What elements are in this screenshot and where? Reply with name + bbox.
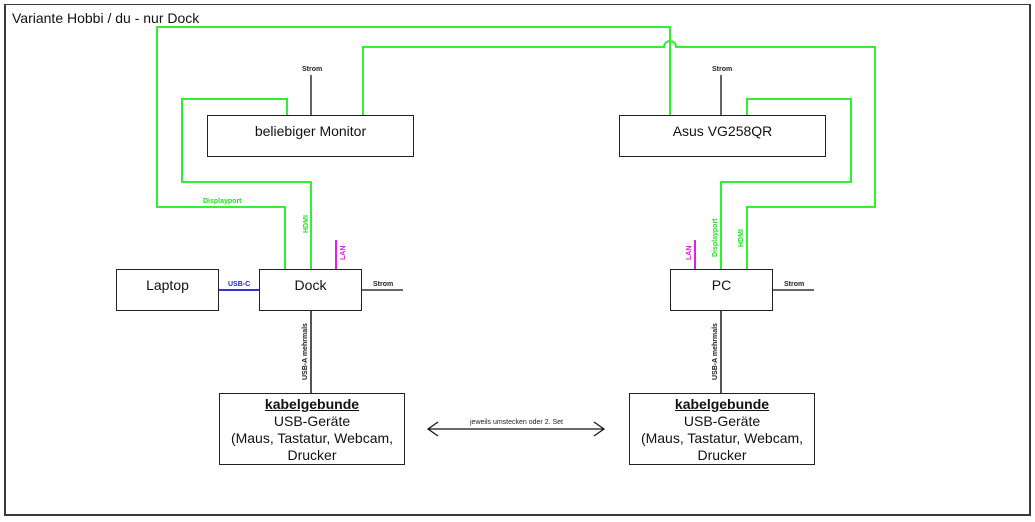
cable-displayport-pc-to-asus bbox=[720, 98, 852, 269]
label-usb-a-right: USB-A mehrmals bbox=[712, 323, 719, 380]
label-strom-monitor-left: Strom bbox=[302, 66, 323, 73]
label-lan-pc: LAN bbox=[686, 245, 693, 260]
usb-left-line-1: USB-Geräte bbox=[273, 412, 351, 429]
dock-box: Dock bbox=[259, 269, 362, 311]
label-strom-dock: Strom bbox=[373, 281, 394, 288]
usb-left-heading: kabelgebunde bbox=[264, 395, 360, 412]
label-strom-pc: Strom bbox=[784, 281, 805, 288]
label-displayport-dock: Displayport bbox=[203, 198, 242, 205]
laptop-box: Laptop bbox=[116, 269, 219, 311]
cable-hdmi-dock-to-monitor bbox=[181, 98, 312, 269]
usb-devices-right-box: kabelgebunde USB-Geräte (Maus, Tastatur,… bbox=[629, 393, 815, 465]
monitor-asus-label: Asus VG258QR bbox=[672, 123, 773, 139]
monitor-left-label: beliebiger Monitor bbox=[254, 123, 367, 139]
label-hdmi-dock: HDMI bbox=[303, 215, 310, 233]
usb-devices-left-box: kabelgebunde USB-Geräte (Maus, Tastatur,… bbox=[219, 393, 405, 465]
usb-right-heading: kabelgebunde bbox=[674, 395, 770, 412]
swap-arrow bbox=[426, 421, 606, 437]
usb-right-line-1: USB-Geräte bbox=[683, 412, 761, 429]
label-lan-dock: LAN bbox=[340, 245, 347, 260]
diagram-frame bbox=[4, 4, 1031, 516]
diagram-title: Variante Hobbi / du - nur Dock bbox=[12, 10, 200, 26]
label-usb-c: USB-C bbox=[228, 281, 251, 288]
label-strom-asus: Strom bbox=[712, 66, 733, 73]
label-swap-arrow: jeweils umstecken oder 2. Set bbox=[470, 419, 563, 426]
laptop-label: Laptop bbox=[146, 277, 189, 293]
usb-left-line-2: (Maus, Tastatur, Webcam, bbox=[230, 429, 394, 446]
monitor-asus-box: Asus VG258QR bbox=[619, 115, 826, 157]
label-usb-a-left: USB-A mehrmals bbox=[302, 323, 309, 380]
cable-hdmi-pc-to-monitor bbox=[362, 40, 876, 269]
usb-left-line-3: Drucker bbox=[287, 446, 337, 463]
dock-label: Dock bbox=[294, 277, 327, 293]
pc-label: PC bbox=[711, 277, 732, 293]
usb-right-line-3: Drucker bbox=[697, 446, 747, 463]
pc-box: PC bbox=[670, 269, 773, 311]
label-displayport-pc: Displayport bbox=[712, 218, 719, 257]
monitor-left-box: beliebiger Monitor bbox=[207, 115, 414, 157]
usb-right-line-2: (Maus, Tastatur, Webcam, bbox=[640, 429, 804, 446]
label-hdmi-pc: HDMI bbox=[738, 229, 745, 247]
